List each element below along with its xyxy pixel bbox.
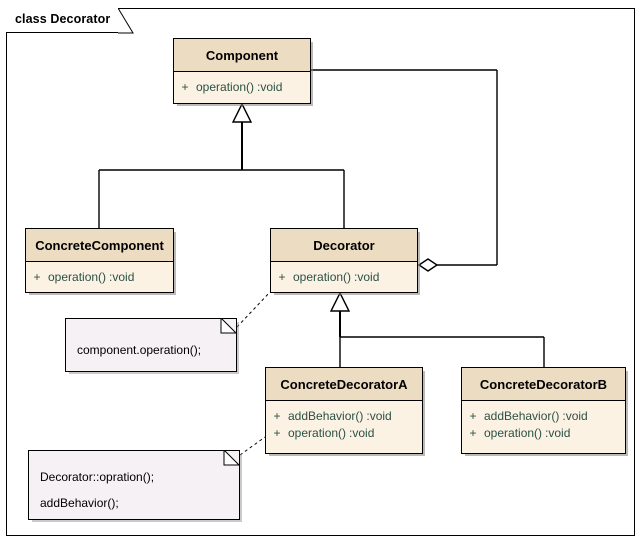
note-text-line: addBehavior(); — [40, 496, 119, 510]
class-members-decorator: + operation():void — [271, 262, 417, 292]
class-members-concretedecoratora: +addBehavior():void +operation():void — [266, 401, 422, 453]
class-member: + operation():void — [266, 425, 422, 442]
class-member: + addBehavior():void — [462, 408, 625, 425]
member-signature: operation() — [288, 426, 347, 440]
member-signature: operation() — [48, 270, 107, 284]
class-member: + operation():void — [26, 269, 173, 286]
frame-tab-slant-icon — [118, 8, 135, 34]
member-signature: operation() — [293, 270, 352, 284]
class-name-component: Component — [174, 39, 310, 72]
member-signature: operation() — [484, 426, 543, 440]
class-member: + addBehavior():void — [266, 408, 422, 425]
member-return-type: :void — [354, 270, 380, 284]
class-name-concretecomponent: ConcreteComponent — [26, 229, 173, 262]
member-visibility: + — [278, 270, 286, 284]
member-return-type: :void — [349, 426, 375, 440]
class-box-concretedecoratora[interactable]: ConcreteDecoratorA +addBehavior():void +… — [265, 367, 423, 454]
class-member: + operation():void — [271, 269, 417, 286]
class-name-concretedecoratorb: ConcreteDecoratorB — [462, 368, 625, 401]
member-signature: addBehavior() — [288, 409, 364, 423]
note-text-line: component.operation(); — [77, 343, 202, 357]
note-decorator-operation[interactable]: Decorator::opration(); addBehavior(); — [28, 450, 240, 520]
member-visibility: + — [33, 270, 41, 284]
frame-title-label: class Decorator — [15, 12, 111, 26]
note-component-operation[interactable]: component.operation(); — [65, 318, 237, 372]
class-name-decorator: Decorator — [271, 229, 417, 262]
member-return-type: :void — [257, 80, 283, 94]
note-fold-corner-icon — [215, 318, 237, 340]
diagram-frame — [6, 8, 635, 536]
member-return-type: :void — [109, 270, 135, 284]
class-name-concretedecoratora: ConcreteDecoratorA — [266, 368, 422, 401]
class-member: + operation():void — [174, 79, 310, 96]
class-members-component: + operation():void — [174, 72, 310, 103]
note-fold-corner-icon — [218, 450, 240, 472]
member-return-type: :void — [545, 426, 571, 440]
member-signature: operation() — [196, 80, 255, 94]
member-visibility: + — [273, 426, 281, 440]
member-visibility: + — [181, 80, 189, 94]
class-box-component[interactable]: Component + operation():void — [173, 38, 311, 104]
class-member: + operation():void — [462, 425, 625, 442]
frame-tab-body — [6, 8, 118, 33]
member-return-type: :void — [562, 409, 588, 423]
class-box-concretecomponent[interactable]: ConcreteComponent + operation():void — [25, 228, 174, 293]
member-signature: addBehavior() — [484, 409, 560, 423]
class-members-concretecomponent: + operation():void — [26, 262, 173, 292]
member-visibility: + — [469, 409, 477, 423]
class-members-concretedecoratorb: +addBehavior():void +operation():void — [462, 401, 625, 453]
class-box-concretedecoratorb[interactable]: ConcreteDecoratorB +addBehavior():void +… — [461, 367, 626, 454]
member-visibility: + — [273, 409, 281, 423]
note-text-line: Decorator::opration(); — [40, 470, 155, 484]
member-visibility: + — [469, 426, 477, 440]
class-box-decorator[interactable]: Decorator + operation():void — [270, 228, 418, 293]
member-return-type: :void — [366, 409, 392, 423]
